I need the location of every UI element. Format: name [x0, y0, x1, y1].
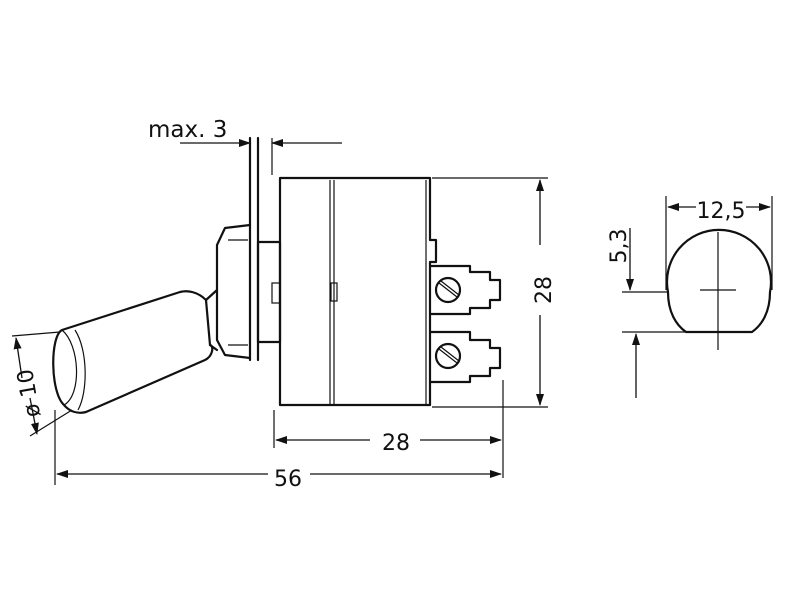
- section-flat-label: 5,3: [607, 229, 632, 264]
- dimension-lever-diameter: ø 10: [11, 331, 73, 437]
- dimension-body-length: 28: [273, 380, 504, 478]
- max-gap-label: max. 3: [148, 117, 227, 143]
- body-height-label: 28: [532, 276, 557, 304]
- dimension-body-height: 28: [432, 177, 557, 408]
- dimension-max-gap: max. 3: [148, 117, 342, 147]
- lever-cross-section: [622, 228, 773, 350]
- mounting-panel: [248, 136, 273, 362]
- dimension-overall-length: 56: [54, 410, 502, 492]
- dimension-section-flat: 5,3: [607, 228, 640, 398]
- body-length-label: 28: [382, 431, 410, 456]
- dimension-section-width: 12,5: [665, 196, 773, 290]
- terminal-screw-top: [428, 264, 502, 316]
- section-width-label: 12,5: [697, 199, 746, 224]
- overall-length-label: 56: [274, 467, 302, 492]
- lever-diameter-label: ø 10: [13, 367, 46, 419]
- switch-body: [271, 176, 438, 407]
- mounting-nut: [215, 223, 282, 360]
- toggle-lever: [52, 288, 219, 414]
- terminal-screw-bottom: [428, 330, 502, 384]
